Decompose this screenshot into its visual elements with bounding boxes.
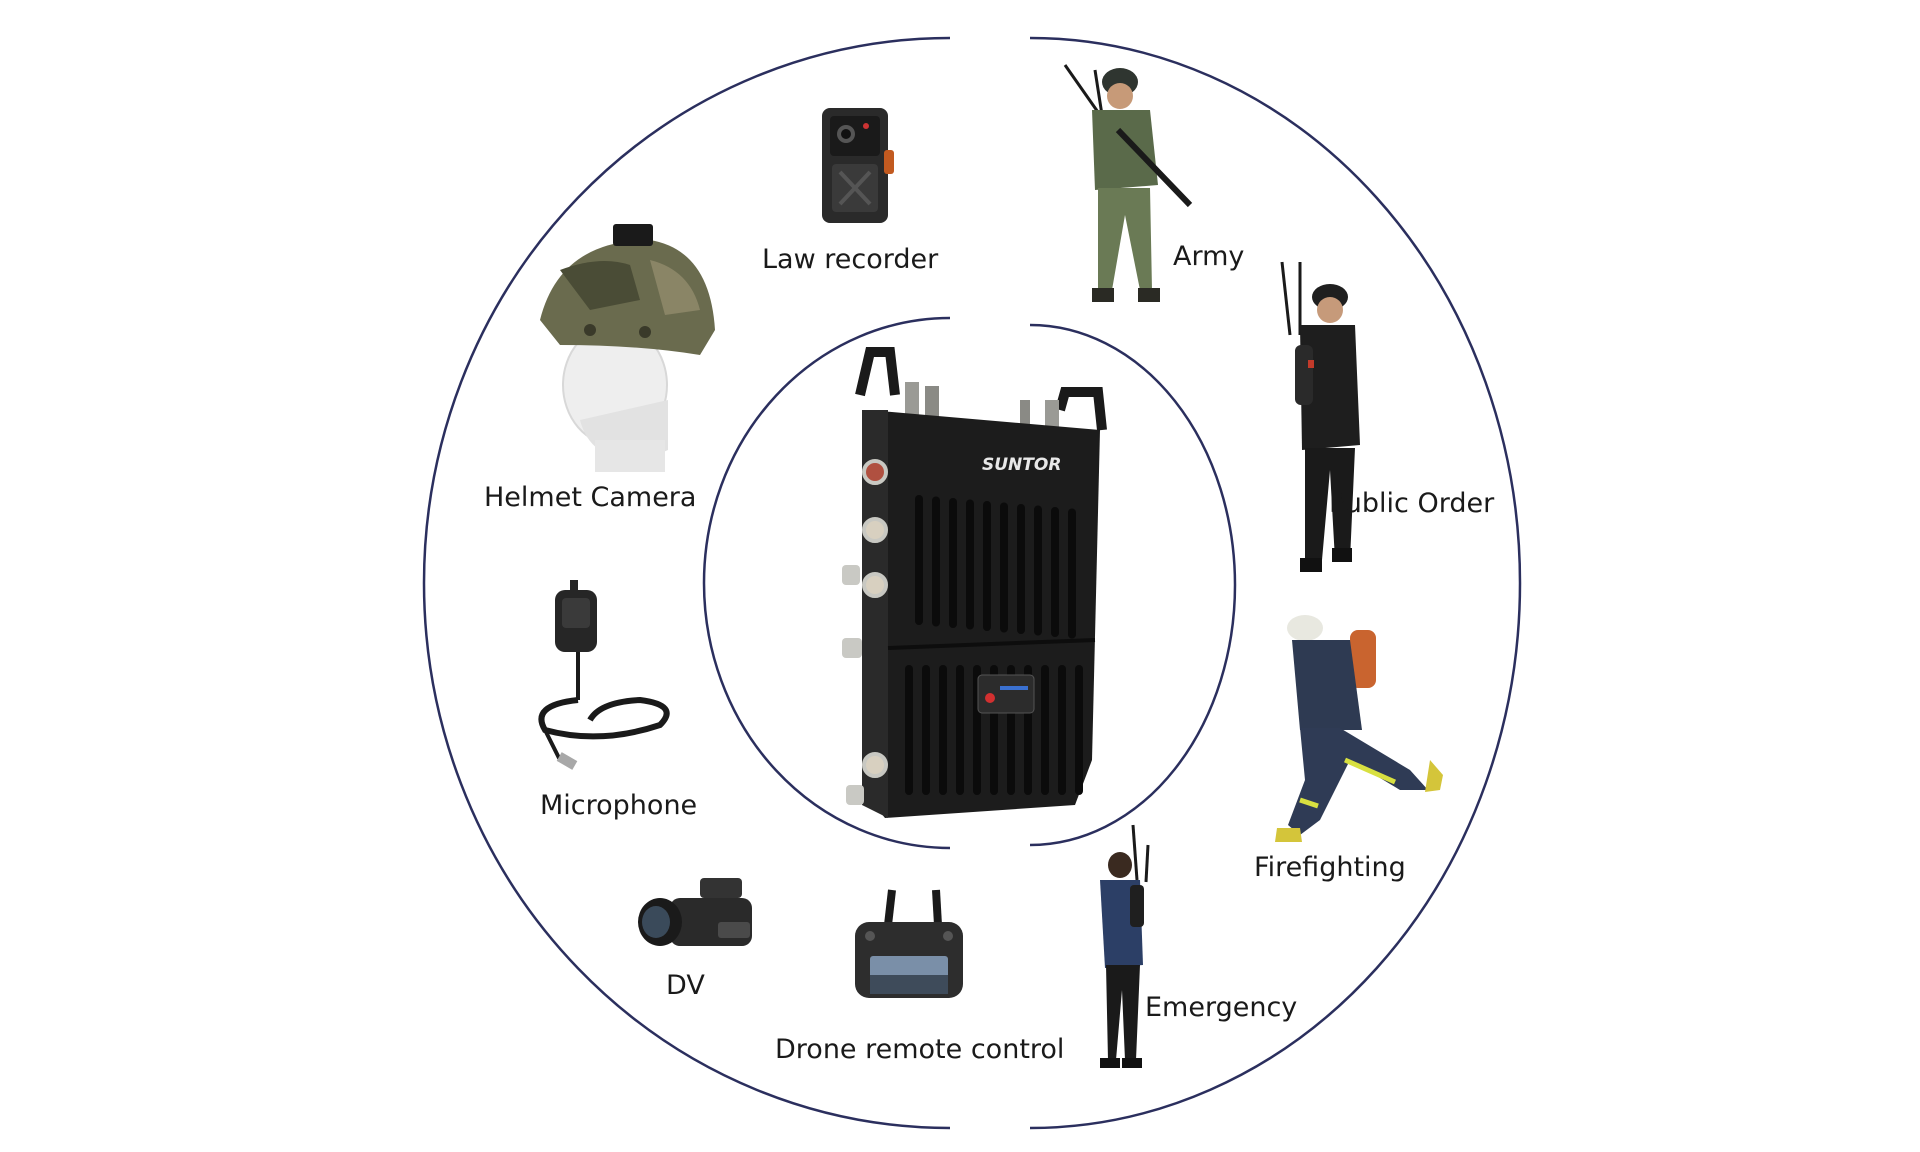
label-helmet-camera: Helmet Camera: [484, 482, 696, 513]
soldier-icon: [1063, 64, 1193, 302]
body-camera-icon: [822, 108, 894, 223]
vent-slot: [915, 495, 923, 625]
vent-slot: [1017, 504, 1025, 634]
vent-slot: [1058, 665, 1066, 795]
helmet-camera-icon: [540, 224, 715, 472]
vent-slot: [1000, 502, 1008, 633]
vent-slot: [1051, 507, 1059, 637]
vent-slot: [956, 665, 964, 795]
label-dv: DV: [666, 970, 705, 1001]
inner-ring-right-arc: [1029, 323, 1237, 847]
vent-slot: [966, 499, 974, 630]
microphone-icon: [538, 580, 670, 770]
vent-slot: [922, 665, 930, 795]
vent-slot: [983, 501, 991, 631]
outer-ring-right-arc: [1029, 36, 1522, 1130]
label-microphone: Microphone: [540, 790, 697, 821]
vent-slot: [1075, 665, 1083, 795]
label-law-recorder: Law recorder: [762, 244, 939, 275]
vent-slot: [932, 496, 940, 627]
transmitter-device-icon: SUNTOR: [842, 347, 1107, 818]
label-emergency: Emergency: [1145, 992, 1297, 1023]
label-drone-remote-control: Drone remote control: [775, 1034, 1064, 1065]
rescue-worker-icon: [1100, 824, 1150, 1068]
police-officer-icon: [1280, 261, 1360, 572]
label-firefighting: Firefighting: [1254, 852, 1406, 883]
drone-controller-icon: [855, 889, 963, 998]
vent-slot: [1041, 665, 1049, 795]
vent-slot: [1068, 508, 1076, 639]
label-army: Army: [1173, 241, 1244, 272]
inner-ring-left-arc: [702, 316, 951, 850]
vent-slot: [939, 665, 947, 795]
camcorder-icon: [638, 878, 752, 946]
vent-slot: [949, 498, 957, 628]
firefighter-icon: [1275, 615, 1443, 842]
vent-slot: [905, 665, 913, 795]
outer-ring-left-arc: [422, 36, 951, 1130]
vent-slot: [1034, 505, 1042, 636]
label-public-order: Public Order: [1329, 488, 1495, 519]
brand-logo-text: SUNTOR: [982, 455, 1061, 475]
